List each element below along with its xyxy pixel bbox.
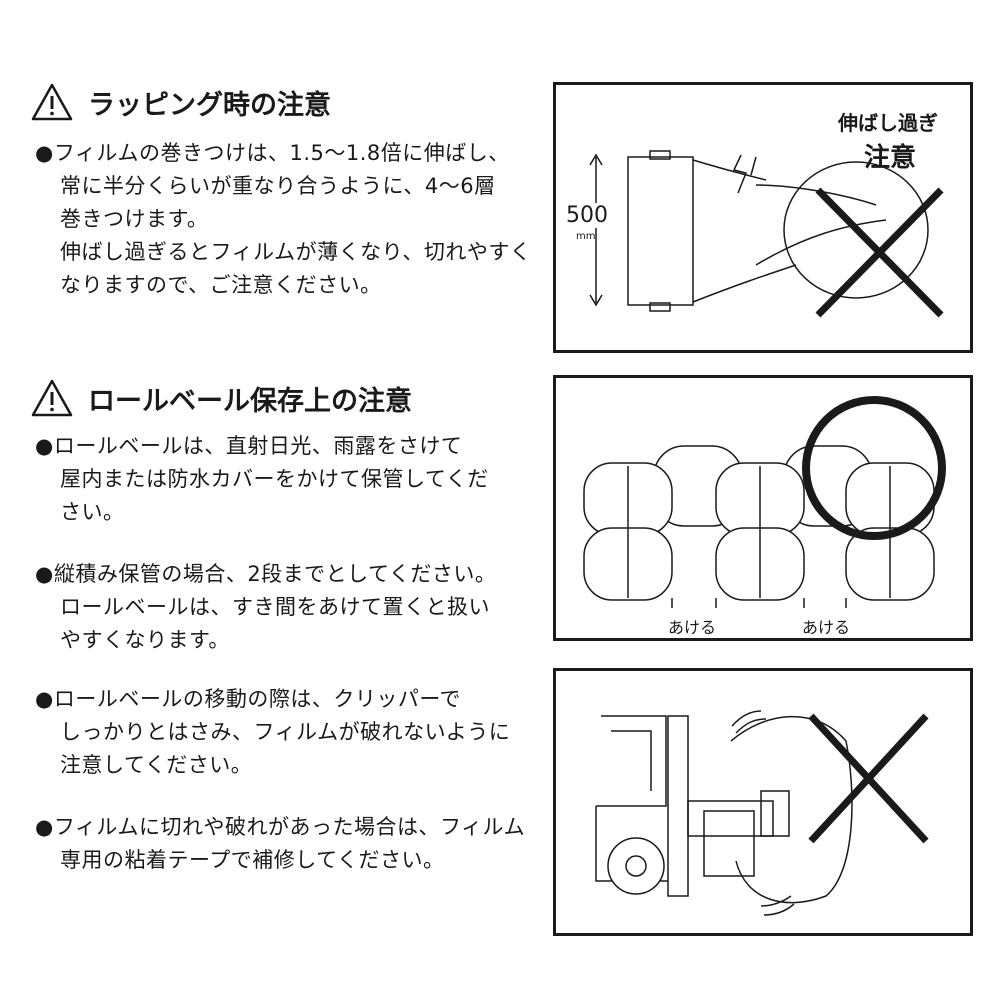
height-value: 500 — [566, 203, 608, 228]
gap-label-1: あける — [668, 618, 717, 637]
storage-bullet-4: ●フィルムに切れや破れがあった場合は、フィルム 専用の粘着テープで補修してくださ… — [35, 815, 526, 872]
storage-bullet-1: ●ロールベールは、直射日光、雨露をさけて 屋内または防水カバーをかけて保管してく… — [35, 434, 489, 524]
stacked-bales-illustration — [583, 396, 946, 608]
gap-label-2: あける — [802, 618, 851, 637]
forklift-clipper-illustration — [595, 710, 929, 916]
height-unit: mm — [576, 231, 596, 242]
warning-icon — [31, 379, 73, 417]
stacking-figure: あける あける — [553, 375, 973, 641]
caption-line1: 伸ばし過ぎ — [838, 111, 938, 135]
section2-title: ロールベール保存上の注意 — [30, 378, 412, 418]
wrapping-instructions: ●フィルムの巻きつけは、1.5〜1.8倍に伸ばし、 常に半分くらいが重なり合うよ… — [35, 141, 532, 297]
storage-bullet-2: ●縦積み保管の場合、2段までとしてください。 ロールベールは、すき間をあけて置く… — [35, 562, 497, 652]
storage-bullet-3: ●ロールベールの移動の際は、クリッパーで しっかりとはさみ、フィルムが破れないよ… — [35, 687, 511, 777]
warning-icon — [31, 83, 73, 121]
caption-line2: 注意 — [864, 143, 917, 173]
overstretch-figure: 500 mm 伸ばし過ぎ 注意 — [553, 82, 973, 353]
overstretch-illustration — [589, 150, 944, 318]
clipper-figure — [553, 668, 973, 936]
section1-title: ラッピング時の注意 — [30, 82, 331, 122]
